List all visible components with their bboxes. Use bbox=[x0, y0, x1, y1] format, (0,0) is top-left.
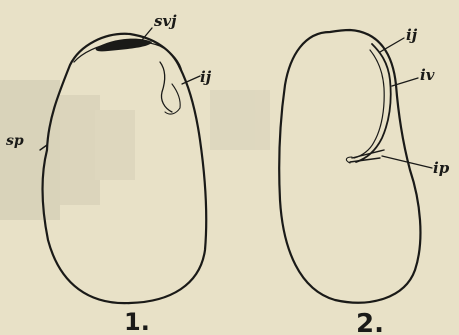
seed-1-label-ij: ij bbox=[200, 68, 212, 86]
seed-2-label-ij: ij bbox=[406, 26, 418, 44]
seed-2-outline bbox=[279, 30, 420, 303]
seed-1-label-svj: svj bbox=[154, 12, 177, 30]
seed-1-hilum bbox=[96, 39, 152, 52]
seed-1-radicle bbox=[160, 62, 172, 112]
seed-1-number: 1. bbox=[124, 308, 150, 335]
seed-2-ij-leader bbox=[380, 38, 404, 52]
seed-1-label-sp: sp bbox=[6, 133, 24, 149]
seed-2-label-ip: ip bbox=[433, 159, 450, 177]
seed-2: ij iv ip 2. bbox=[279, 26, 449, 335]
seed-2-label-iv: iv bbox=[420, 66, 435, 84]
seed-2-radicle bbox=[352, 150, 384, 158]
seed-2-number: 2. bbox=[356, 309, 384, 335]
